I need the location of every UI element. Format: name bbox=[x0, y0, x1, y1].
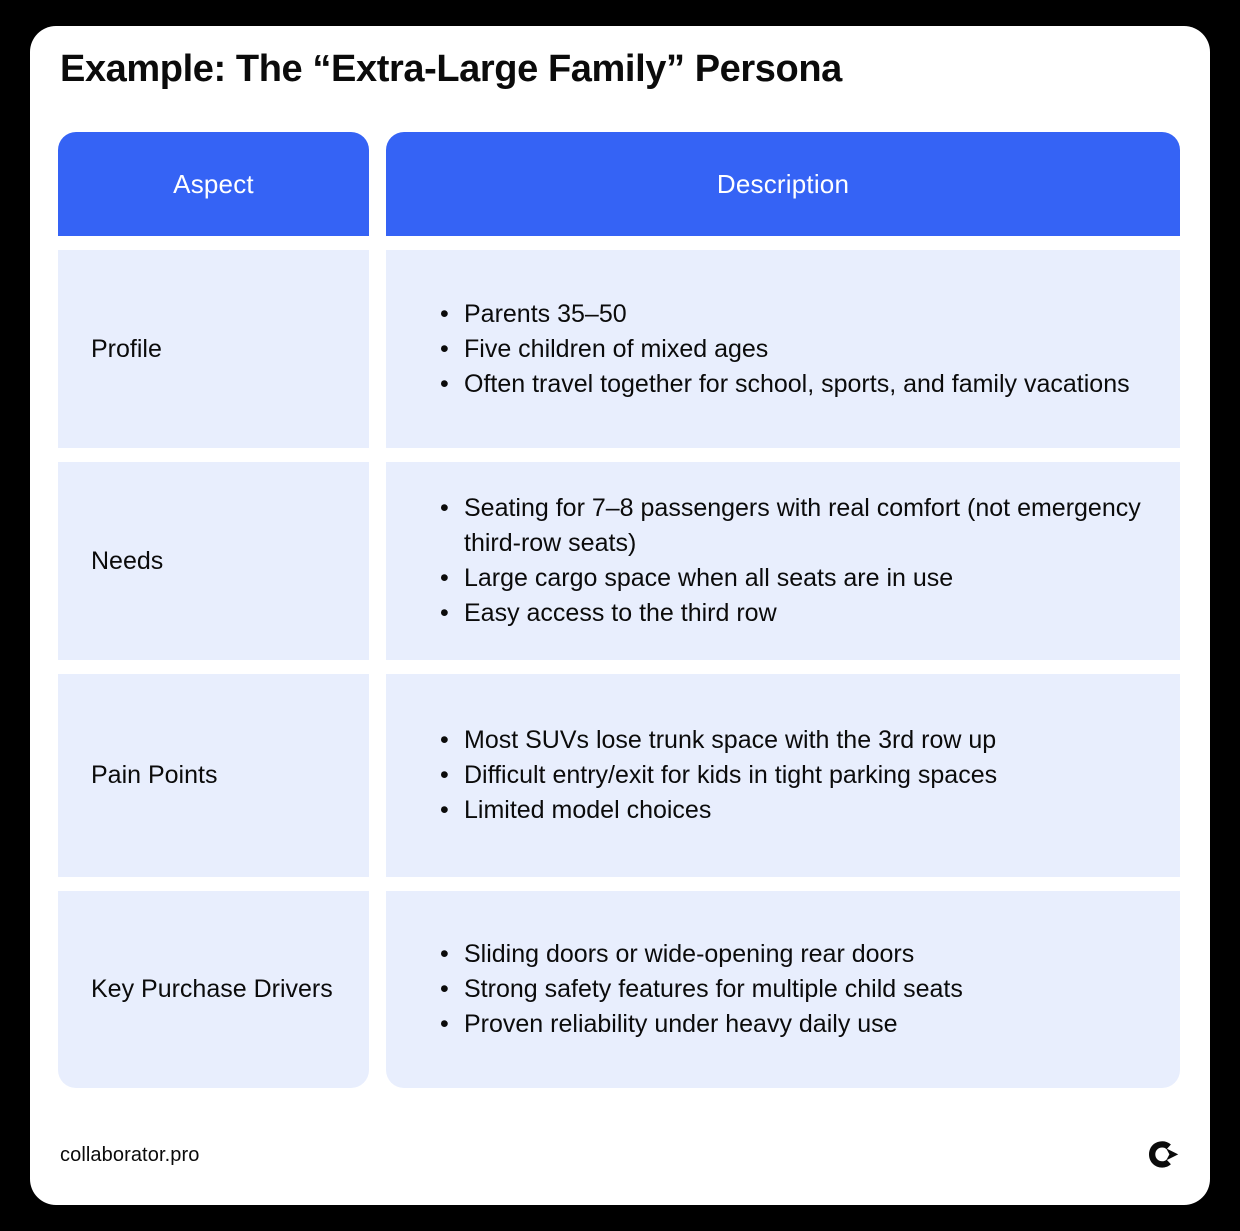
aspect-label: Pain Points bbox=[91, 761, 218, 789]
bullet-dot-icon: • bbox=[440, 1010, 449, 1038]
bullet-dot-icon: • bbox=[440, 761, 449, 789]
table-row: Profile • Parents 35–50 • Five children … bbox=[58, 250, 1180, 448]
aspect-label: Needs bbox=[91, 546, 164, 575]
table-cell-aspect: Needs bbox=[58, 462, 369, 660]
table-row: Needs • Seating for 7–8 passengers with … bbox=[58, 462, 1180, 660]
table-cell-description: • Parents 35–50 • Five children of mixed… bbox=[386, 250, 1180, 448]
footer: collaborator.pro bbox=[60, 1135, 1180, 1175]
bullet-dot-icon: • bbox=[440, 494, 449, 522]
content-card: Example: The “Extra-Large Family” Person… bbox=[30, 26, 1210, 1205]
list-item-text: Large cargo space when all seats are in … bbox=[464, 564, 954, 592]
persona-table: Aspect Description Profile • Parents 35–… bbox=[58, 132, 1180, 1088]
list-item: • Strong safety features for multiple ch… bbox=[438, 972, 1154, 1007]
list-item-text: Parents 35–50 bbox=[464, 299, 627, 328]
table-row: Key Purchase Drivers • Sliding doors or … bbox=[58, 891, 1180, 1088]
footer-brand-label: collaborator.pro bbox=[60, 1143, 200, 1166]
list-item-text: Difficult entry/exit for kids in tight p… bbox=[464, 761, 998, 789]
list-item-text: Limited model choices bbox=[464, 796, 712, 824]
list-item: • Large cargo space when all seats are i… bbox=[438, 561, 1154, 596]
bullet-list: • Parents 35–50 • Five children of mixed… bbox=[386, 297, 1180, 402]
table-header-cell-description: Description bbox=[386, 132, 1180, 236]
table-cell-description: • Most SUVs lose trunk space with the 3r… bbox=[386, 674, 1180, 877]
bullet-dot-icon: • bbox=[440, 369, 449, 398]
table-cell-aspect: Profile bbox=[58, 250, 369, 448]
bullet-dot-icon: • bbox=[440, 975, 449, 1003]
list-item: • Parents 35–50 bbox=[438, 297, 1154, 332]
table-row: Pain Points • Most SUVs lose trunk space… bbox=[58, 674, 1180, 877]
list-item: • Five children of mixed ages bbox=[438, 332, 1154, 367]
list-item-text: Seating for 7–8 passengers with real com… bbox=[464, 494, 1141, 557]
table-header-cell-aspect: Aspect bbox=[58, 132, 369, 236]
table-cell-description: • Seating for 7–8 passengers with real c… bbox=[386, 462, 1180, 660]
collaborator-logo-icon bbox=[1146, 1138, 1180, 1172]
list-item: • Easy access to the third row bbox=[438, 596, 1154, 631]
list-item: • Limited model choices bbox=[438, 793, 1154, 828]
bullet-list: • Seating for 7–8 passengers with real c… bbox=[386, 491, 1180, 631]
bullet-list: • Sliding doors or wide-opening rear doo… bbox=[386, 937, 1180, 1042]
list-item: • Proven reliability under heavy daily u… bbox=[438, 1007, 1154, 1042]
bullet-list: • Most SUVs lose trunk space with the 3r… bbox=[386, 723, 1180, 828]
bullet-dot-icon: • bbox=[440, 564, 449, 592]
table-header-label-aspect: Aspect bbox=[173, 168, 254, 199]
table-cell-description: • Sliding doors or wide-opening rear doo… bbox=[386, 891, 1180, 1088]
bullet-dot-icon: • bbox=[440, 796, 449, 824]
list-item: • Sliding doors or wide-opening rear doo… bbox=[438, 937, 1154, 972]
list-item: • Difficult entry/exit for kids in tight… bbox=[438, 758, 1154, 793]
list-item-text: Most SUVs lose trunk space with the 3rd … bbox=[464, 726, 997, 754]
table-cell-aspect: Key Purchase Drivers bbox=[58, 891, 369, 1088]
bullet-dot-icon: • bbox=[440, 334, 449, 363]
list-item: • Most SUVs lose trunk space with the 3r… bbox=[438, 723, 1154, 758]
list-item-text: Proven reliability under heavy daily use bbox=[464, 1010, 898, 1038]
list-item: • Seating for 7–8 passengers with real c… bbox=[438, 491, 1154, 561]
table-header-row: Aspect Description bbox=[58, 132, 1180, 236]
table-cell-aspect: Pain Points bbox=[58, 674, 369, 877]
list-item-text: Sliding doors or wide-opening rear doors bbox=[464, 940, 915, 968]
list-item: • Often travel together for school, spor… bbox=[438, 367, 1154, 402]
bullet-dot-icon: • bbox=[440, 940, 449, 968]
list-item-text: Five children of mixed ages bbox=[464, 334, 769, 363]
aspect-label: Profile bbox=[91, 334, 162, 363]
bullet-dot-icon: • bbox=[440, 726, 449, 754]
list-item-text: Often travel together for school, sports… bbox=[464, 369, 1130, 398]
list-item-text: Easy access to the third row bbox=[464, 599, 777, 627]
bullet-dot-icon: • bbox=[440, 299, 449, 328]
page-title: Example: The “Extra-Large Family” Person… bbox=[60, 48, 842, 90]
table-header-label-description: Description bbox=[716, 168, 850, 199]
bullet-dot-icon: • bbox=[440, 599, 449, 627]
list-item-text: Strong safety features for multiple chil… bbox=[464, 975, 963, 1003]
aspect-label: Key Purchase Drivers bbox=[91, 975, 333, 1003]
